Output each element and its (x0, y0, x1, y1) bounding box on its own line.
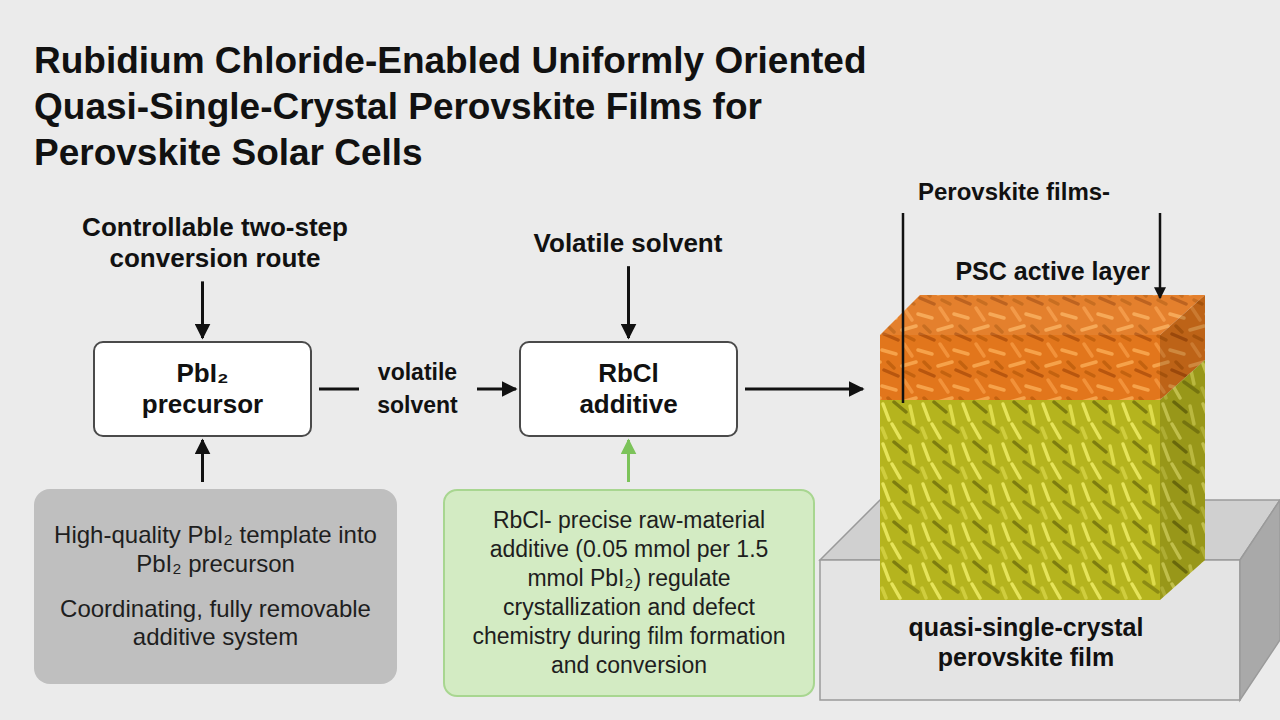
side-shade (1160, 295, 1205, 600)
precursor-box: PbI₂ precursor (93, 341, 312, 437)
callout-label: Perovskite films- (918, 178, 1110, 207)
top-light (880, 295, 1205, 335)
leader-line (902, 213, 905, 403)
template-box: High-quality PbI₂ template into PbI₂ pre… (34, 489, 397, 684)
callout-label: PSC active layer (955, 256, 1150, 286)
flow-arrow (627, 266, 630, 338)
additive-note-box: RbCl- precise raw-material additive (0.0… (443, 489, 815, 697)
flow-arrow (627, 440, 630, 482)
node-text: RbCl- precise raw-material additive (0.0… (459, 506, 799, 680)
solvent-label: Volatile solvent (528, 228, 728, 259)
node-text: Controllable two-step conversion route (65, 212, 365, 274)
step-label: Controllable two-step conversion route (65, 212, 365, 274)
node-text: Coordinating, fully removable additive s… (50, 595, 381, 653)
edge-label: volatile solvent (359, 354, 477, 425)
leader-arrow (1159, 213, 1162, 298)
orange-layer (880, 335, 1160, 400)
node-text: PbI₂ precursor (133, 358, 273, 420)
node-text: RbCl additive (559, 358, 699, 420)
flow-arrow (201, 281, 204, 338)
node-text: Volatile solvent (534, 228, 723, 259)
additive-box: RbCl additive (519, 341, 738, 437)
node-text: High-quality PbI₂ template into PbI₂ pre… (50, 521, 381, 579)
cube-top (880, 295, 1205, 335)
node-text: quasi-single-crystal perovskite film (866, 612, 1186, 672)
flow-arrow (745, 388, 863, 391)
yellow-layer (880, 400, 1160, 600)
diagram-title: Rubidium Chloride-Enabled Uniformly Orie… (34, 38, 914, 176)
flow-arrow (201, 440, 204, 482)
perovskite-cube (880, 295, 1205, 600)
slab-side (1240, 500, 1280, 700)
film-substrate: quasi-single-crystal perovskite film (866, 300, 1266, 672)
